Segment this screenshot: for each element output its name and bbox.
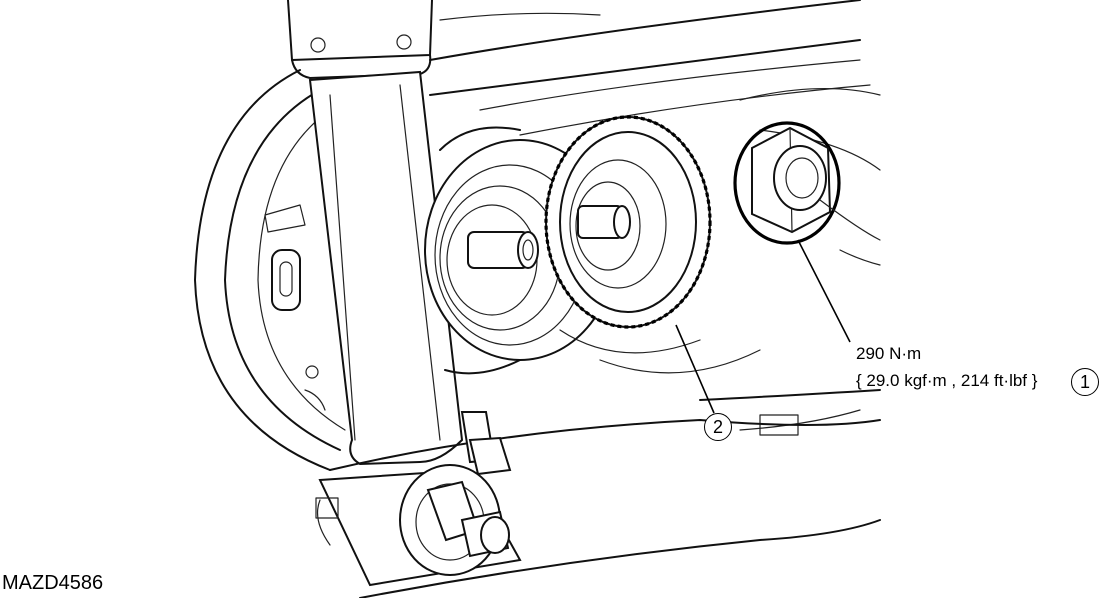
lower-arm-right <box>699 199 881 436</box>
lower-arm-bushing <box>315 411 881 598</box>
spindle <box>467 231 539 269</box>
figure-code: MAZD4586 <box>2 572 104 594</box>
torque-value-alt-units: { 29.0 kgf·m , 214 ft·lbf } <box>856 371 1038 390</box>
upper-arm <box>429 0 881 171</box>
leader-line-2 <box>675 324 715 414</box>
backing-plate <box>194 69 346 471</box>
leader-line-1 <box>797 239 851 343</box>
abs-sensor-rotor <box>544 115 712 329</box>
torque-value-nm: 290 N·m <box>856 344 922 363</box>
callout-number-2: 2 <box>704 413 732 441</box>
hub-nut <box>733 121 841 245</box>
callout-number-1: 1 <box>1071 368 1099 396</box>
